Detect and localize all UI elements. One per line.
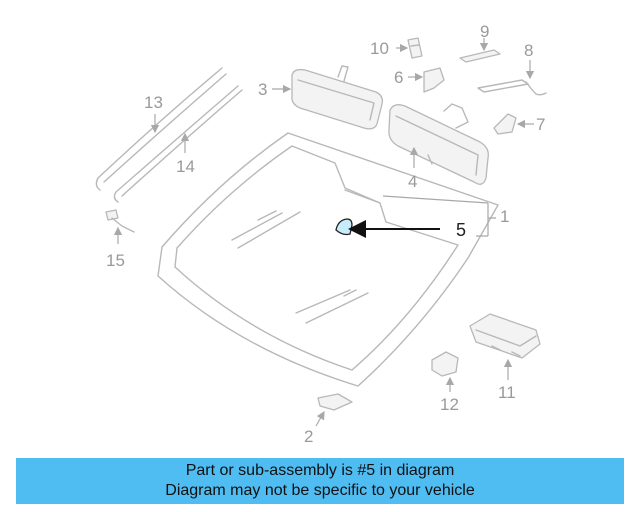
part-5-highlight[interactable] [335,218,440,238]
banner-line-part-number: Part or sub-assembly is #5 in diagram [185,462,455,479]
part-14-moulding [113,85,243,203]
callout-14: 14 [176,157,195,176]
info-banner: Part or sub-assembly is #5 in diagram Di… [16,458,624,504]
part-13-moulding [95,67,227,191]
callout-9: 9 [480,22,489,41]
callout-11: 11 [498,383,516,402]
callout-12: 12 [440,395,459,414]
part-2 [315,393,353,427]
callout-8: 8 [524,41,533,60]
callout-7: 7 [536,115,545,134]
part-4-mirror [388,103,489,185]
callout-13: 13 [144,93,163,112]
part-11-module [469,313,541,380]
callout-3: 3 [258,80,267,99]
callout-10: 10 [370,39,389,58]
windshield-glass [157,132,499,387]
part-3-mirror [272,65,384,130]
callout-6: 6 [394,68,403,87]
part-8 [477,60,547,96]
callout-15: 15 [106,251,125,270]
part-10 [396,37,423,59]
part-6 [408,67,445,93]
callout-2: 2 [304,427,313,446]
callout-1: 1 [500,207,509,226]
parts-diagram: 1 2 3 4 5 6 7 8 9 10 11 12 13 14 15 [95,22,547,446]
callout-4: 4 [408,172,417,191]
part-1-leader [382,195,496,237]
part-15-clip [105,209,135,244]
banner-line-disclaimer: Diagram may not be specific to your vehi… [165,482,475,499]
part-9 [459,38,501,63]
part-7 [493,113,534,135]
callout-5[interactable]: 5 [456,220,466,240]
part-12 [431,351,459,392]
